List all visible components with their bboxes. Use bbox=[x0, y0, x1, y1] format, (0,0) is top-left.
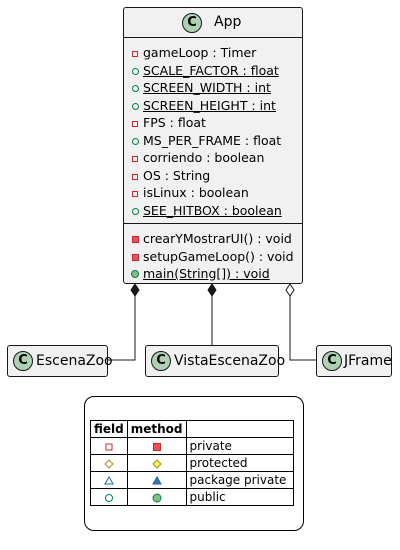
private-field-icon bbox=[129, 114, 141, 131]
legend-label: private bbox=[185, 437, 294, 455]
class-field[interactable]: SCREEN_WIDTH : int bbox=[129, 79, 271, 96]
field-signature: MS_PER_FRAME : float bbox=[143, 132, 282, 148]
field-signature: FPS : float bbox=[143, 115, 206, 130]
class-field[interactable]: MS_PER_FRAME : float bbox=[129, 132, 281, 149]
legend-row: public bbox=[90, 488, 294, 506]
class-stereotype-icon: C bbox=[13, 351, 33, 371]
class-field[interactable]: isLinux : boolean bbox=[129, 184, 249, 201]
legend-label: protected bbox=[185, 454, 294, 472]
field-signature: corriendo : boolean bbox=[143, 150, 265, 165]
public-field-icon bbox=[129, 97, 141, 114]
package-field-icon bbox=[104, 475, 114, 484]
public-method-icon bbox=[129, 265, 141, 282]
field-signature: SCALE_FACTOR : float bbox=[143, 62, 279, 78]
class-name: EscenaZoo bbox=[36, 353, 113, 369]
legend-header-blank bbox=[185, 420, 294, 438]
class-stereotype-icon: C bbox=[151, 351, 171, 371]
private-field-icon bbox=[129, 184, 141, 201]
protected-field-icon bbox=[104, 458, 114, 469]
legend-table: field method private protected package p… bbox=[90, 420, 294, 506]
class-field[interactable]: corriendo : boolean bbox=[129, 149, 264, 166]
method-signature: setupGameLoop() : void bbox=[143, 248, 294, 264]
class-name: JFrame bbox=[344, 353, 392, 369]
private-field-icon bbox=[129, 44, 141, 61]
class-method[interactable]: setupGameLoop() : void bbox=[129, 248, 294, 265]
class-method[interactable]: main(String[]) : void bbox=[129, 265, 270, 282]
class-field[interactable]: SEE_HITBOX : boolean bbox=[129, 202, 282, 219]
legend-label: package private bbox=[185, 471, 294, 489]
legend-header-method: method bbox=[126, 420, 187, 438]
private-field-icon bbox=[129, 167, 141, 184]
private-method-icon bbox=[129, 248, 141, 265]
class-method[interactable]: crearYMostrarUI() : void bbox=[129, 230, 292, 247]
class-escenazoo[interactable]: C EscenaZoo bbox=[7, 345, 113, 377]
legend-row: protected bbox=[90, 454, 294, 472]
method-signature: main(String[]) : void bbox=[143, 266, 270, 281]
class-field[interactable]: gameLoop : Timer bbox=[129, 44, 256, 61]
legend-header-row: field method bbox=[90, 420, 294, 438]
legend-row: package private bbox=[90, 471, 294, 489]
class-header: C App bbox=[124, 8, 302, 38]
private-field-icon bbox=[129, 149, 141, 166]
class-name: App bbox=[214, 14, 242, 30]
class-stereotype-icon: C bbox=[322, 351, 342, 371]
composition-vistaescenazoo bbox=[207, 283, 217, 345]
public-field-icon bbox=[129, 202, 141, 219]
private-field-icon bbox=[105, 443, 113, 450]
field-signature: SEE_HITBOX : boolean bbox=[143, 202, 282, 218]
class-jframe[interactable]: C JFrame bbox=[316, 345, 392, 377]
public-method-icon bbox=[152, 493, 162, 502]
public-field-icon bbox=[129, 62, 141, 79]
class-vistaescenazoo[interactable]: C VistaEscenaZoo bbox=[145, 345, 285, 377]
visibility-legend: field method private protected package p… bbox=[84, 396, 304, 531]
aggregation-jframe bbox=[285, 283, 317, 361]
field-signature: SCREEN_WIDTH : int bbox=[143, 80, 271, 95]
public-field-icon bbox=[104, 493, 113, 502]
private-method-icon bbox=[129, 230, 141, 247]
class-field[interactable]: OS : String bbox=[129, 167, 210, 184]
field-signature: isLinux : boolean bbox=[143, 185, 249, 200]
public-field-icon bbox=[129, 79, 141, 96]
public-field-icon bbox=[129, 132, 141, 149]
composition-escenazoo bbox=[108, 283, 140, 361]
method-signature: crearYMostrarUI() : void bbox=[143, 231, 292, 246]
class-field[interactable]: SCREEN_HEIGHT : int bbox=[129, 97, 276, 114]
package-method-icon bbox=[151, 475, 162, 484]
class-stereotype-icon: C bbox=[182, 13, 202, 33]
field-signature: OS : String bbox=[143, 167, 211, 183]
legend-label: public bbox=[185, 488, 294, 506]
class-name: VistaEscenaZoo bbox=[174, 353, 286, 369]
protected-method-icon bbox=[151, 458, 162, 469]
field-signature: gameLoop : Timer bbox=[143, 45, 257, 60]
methods-compartment: crearYMostrarUI() : void setupGameLoop() … bbox=[124, 223, 302, 283]
field-signature: SCREEN_HEIGHT : int bbox=[143, 97, 276, 113]
class-field[interactable]: FPS : float bbox=[129, 114, 206, 131]
legend-row: private bbox=[90, 437, 294, 455]
legend-header-field: field bbox=[90, 420, 128, 438]
private-method-icon bbox=[152, 442, 161, 451]
class-field[interactable]: SCALE_FACTOR : float bbox=[129, 62, 279, 79]
